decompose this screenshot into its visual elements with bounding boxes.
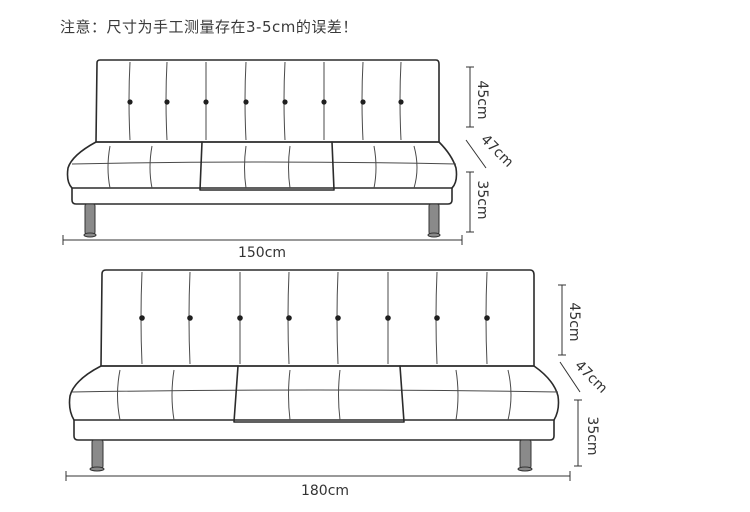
sofa-small-back-height-label: 45cm	[474, 80, 490, 119]
sofa-large-width-dimension: 180cm	[65, 471, 571, 499]
sofa-small-seat	[66, 141, 458, 189]
sofa-large-seat-height-label: 35cm	[584, 416, 600, 455]
sofa-large-back-height-dimension: 45cm	[558, 284, 582, 356]
sofa-small-seat-height-dimension: 35cm	[466, 171, 490, 233]
sofa-small-seat-depth-dimension: 47cm	[465, 132, 516, 171]
sofa-small: 150cm 45cm 47cm 35cm	[62, 59, 516, 261]
sofa-large-leg-left	[91, 439, 104, 469]
measurement-note: 注意：尺寸为手工测量存在3-5cm的误差！	[60, 18, 358, 36]
sofa-small-buttons	[127, 99, 404, 105]
sofa-large-seat	[68, 365, 560, 421]
sofa-small-leg-left	[84, 203, 96, 235]
sofa-large-leg-right	[519, 439, 532, 469]
sofa-small-base	[71, 187, 453, 205]
sofa-large-base	[73, 419, 555, 441]
sofa-large-seat-depth-label: 47cm	[571, 358, 610, 397]
sofa-large-backrest	[100, 269, 535, 367]
sofa-large-buttons	[139, 315, 490, 321]
sofa-small-width-dimension: 150cm	[62, 235, 463, 261]
sofa-large-back-height-label: 45cm	[566, 302, 582, 341]
sofa-large-width-label: 180cm	[301, 483, 349, 499]
sofa-large-seat-depth-dimension: 47cm	[559, 358, 610, 397]
sofa-large-seat-height-dimension: 35cm	[574, 399, 600, 467]
sofa-small-leg-right	[428, 203, 440, 235]
sofa-small-back-height-dimension: 45cm	[466, 66, 490, 128]
sofa-small-seat-height-label: 35cm	[474, 180, 490, 219]
sofa-large: 180cm 45cm 47cm 35cm	[65, 269, 610, 499]
sofa-small-backrest	[95, 59, 440, 143]
sofa-small-width-label: 150cm	[238, 245, 286, 261]
